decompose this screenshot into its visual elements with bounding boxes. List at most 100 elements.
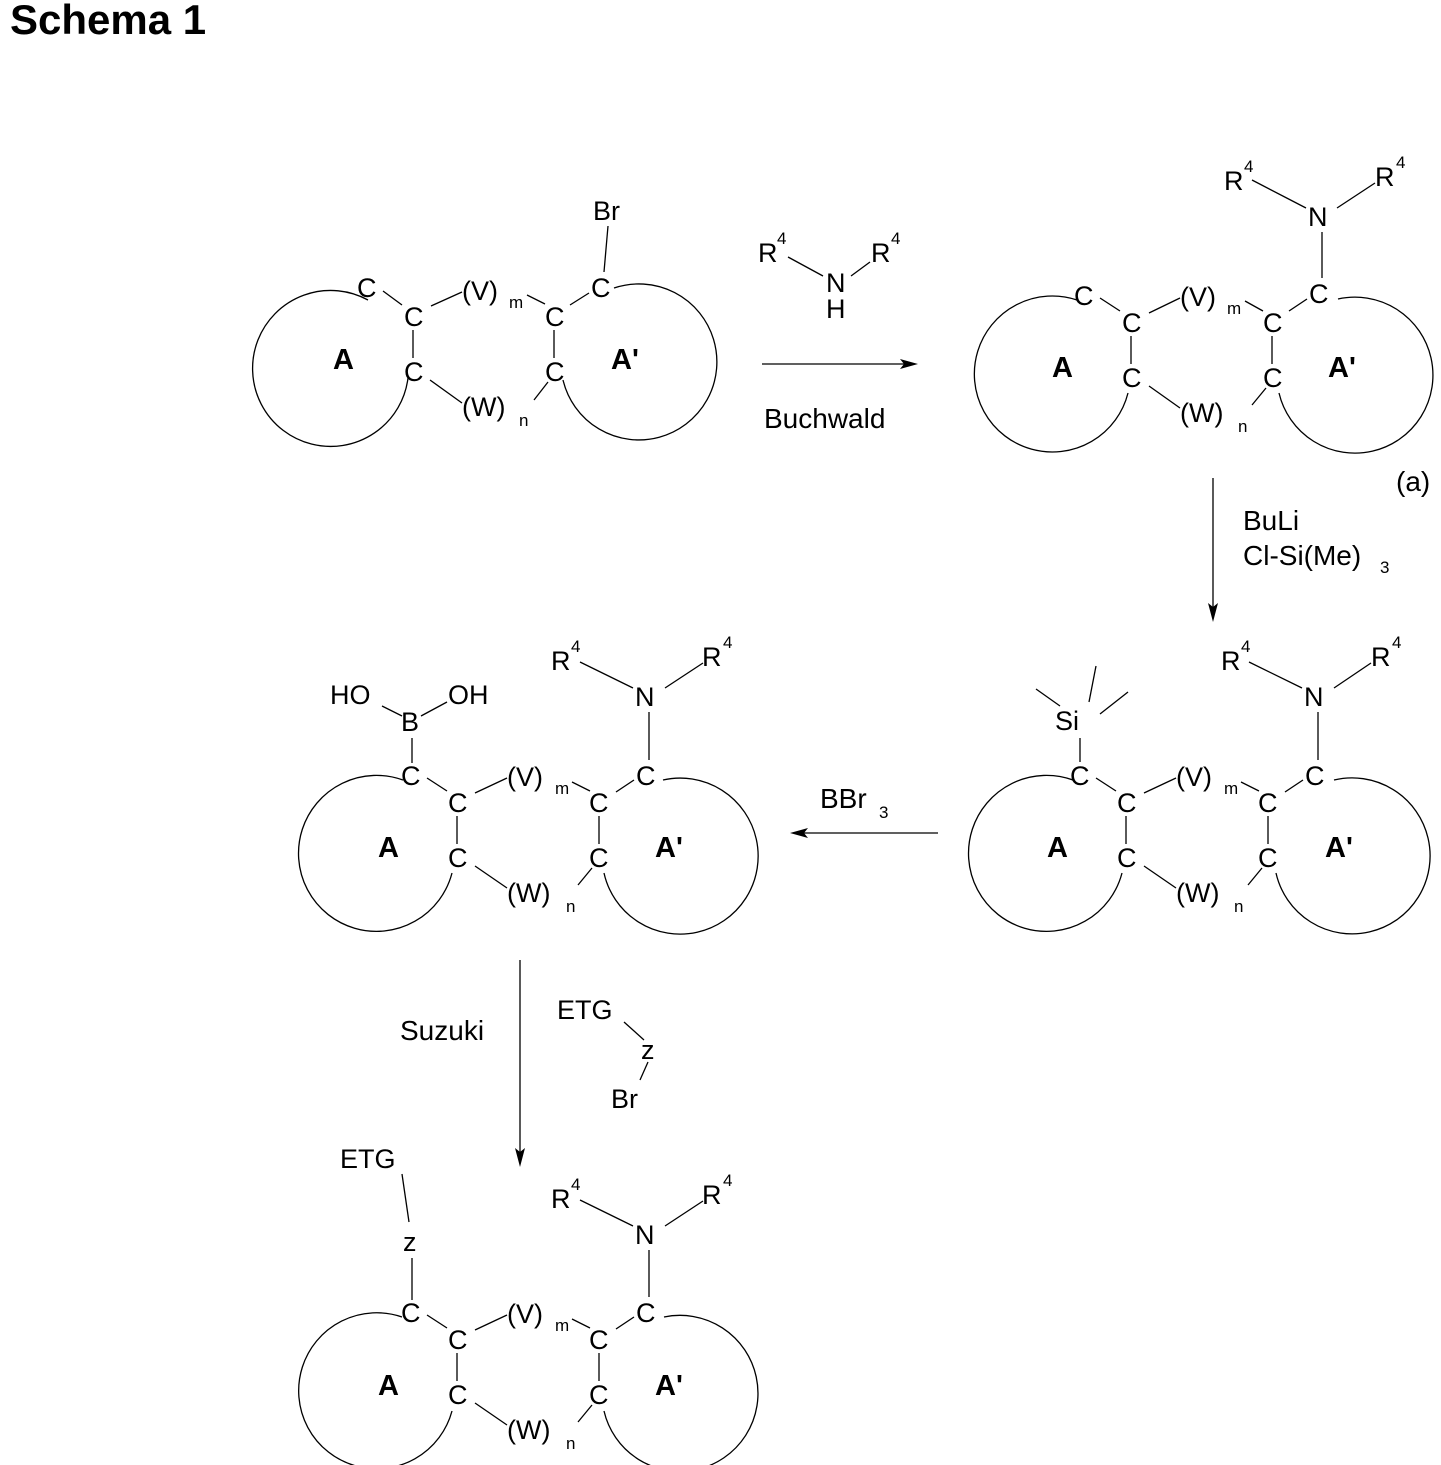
bond: [788, 257, 823, 276]
bond: [1144, 778, 1176, 793]
r-superscript: 4: [723, 633, 732, 652]
arrow-buchwald: Buchwald: [762, 359, 918, 434]
bond: [572, 782, 590, 791]
r-label: R: [1375, 162, 1395, 192]
bond: [570, 293, 589, 305]
carbon-label: C: [357, 273, 377, 303]
carbon-label: C: [1258, 788, 1278, 818]
r-superscript: 4: [891, 229, 900, 248]
bond: [578, 868, 592, 885]
carbon-label: C: [589, 788, 609, 818]
bond: [383, 291, 402, 305]
bond: [402, 1174, 409, 1222]
bond: [578, 1405, 592, 1422]
etg-label: ETG: [340, 1144, 396, 1174]
bond: [421, 702, 447, 716]
w-subscript: n: [566, 1434, 575, 1453]
w-group-label: (W): [1176, 878, 1219, 908]
bond: [527, 295, 545, 304]
carbon-label: C: [404, 302, 424, 332]
compound-silyl: A A' C C C C C C N Si R 4 R 4 (V) m (W) …: [969, 633, 1431, 934]
v-subscript: m: [509, 293, 523, 312]
carbon-label: C: [1117, 788, 1137, 818]
bond: [616, 780, 634, 792]
carbon-label: C: [636, 761, 656, 791]
ring-a-label: A: [333, 344, 354, 376]
v-subscript: m: [1227, 299, 1241, 318]
w-group-label: (W): [507, 1415, 550, 1445]
v-subscript: m: [1224, 779, 1238, 798]
ring-a-prime-label: A': [655, 832, 683, 864]
b-label: B: [401, 707, 419, 737]
ring-a-label: A: [378, 832, 399, 864]
r-label: R: [551, 1184, 571, 1214]
arrow-suzuki: Suzuki ETG z Br: [400, 960, 655, 1167]
bond: [1241, 782, 1259, 791]
br-label: Br: [611, 1084, 638, 1114]
ring-a: [299, 1313, 452, 1465]
ring-a-prime: [1276, 778, 1430, 934]
bond: [1289, 299, 1307, 311]
bond: [572, 1319, 590, 1328]
r-superscript: 4: [571, 637, 580, 656]
ring-a-prime-label: A': [1328, 352, 1356, 384]
oh-label: OH: [448, 680, 489, 710]
bond: [1252, 388, 1266, 405]
r-superscript: 4: [1241, 637, 1250, 656]
condition-buli: BuLi: [1243, 505, 1299, 536]
w-subscript: n: [1234, 897, 1243, 916]
carbon-label: C: [448, 843, 468, 873]
bbr-subscript: 3: [879, 803, 888, 822]
bond: [616, 1317, 634, 1329]
bond: [431, 292, 462, 306]
bond: [604, 226, 608, 272]
ring-a-prime-label: A': [1325, 832, 1353, 864]
bond: [1337, 183, 1375, 208]
bond: [430, 380, 462, 403]
r-superscript: 4: [1244, 157, 1253, 176]
bond: [1144, 866, 1176, 888]
r-label: R: [1221, 646, 1241, 676]
bond: [665, 663, 703, 688]
carbon-label: C: [1309, 279, 1329, 309]
bond: [1149, 298, 1180, 313]
bond: [1149, 386, 1180, 408]
bond: [1100, 692, 1128, 714]
bond: [851, 262, 870, 276]
w-subscript: n: [519, 411, 528, 430]
etg-label: ETG: [557, 995, 613, 1025]
carbon-label: C: [401, 1298, 421, 1328]
r-superscript: 4: [1392, 633, 1401, 652]
bond: [475, 1403, 507, 1425]
v-group-label: (V): [507, 762, 543, 792]
bond: [475, 866, 507, 888]
ring-a: [299, 775, 452, 931]
ring-a-prime-label: A': [611, 344, 639, 376]
clsi-subscript: 3: [1380, 558, 1389, 577]
r-superscript: 4: [777, 229, 786, 248]
carbon-label: C: [404, 357, 424, 387]
r-superscript: 4: [1396, 153, 1405, 172]
bond: [665, 1201, 703, 1226]
w-subscript: n: [1238, 417, 1247, 436]
ring-a: [969, 775, 1122, 931]
ring-a-prime-label: A': [655, 1370, 683, 1402]
ring-a: [253, 290, 408, 446]
ring-a-label: A: [1052, 352, 1073, 384]
bond: [1285, 780, 1303, 792]
n-label: N: [635, 682, 655, 712]
bond: [1334, 663, 1371, 688]
carbon-label: C: [591, 273, 611, 303]
bond: [427, 778, 447, 791]
compound-bromide: A A' C C C C C C Br (V) m (W) n: [253, 196, 717, 446]
bond: [534, 382, 548, 400]
r-label: R: [1224, 166, 1244, 196]
r-label: R: [702, 642, 722, 672]
carbon-label: C: [448, 1325, 468, 1355]
r-label: R: [758, 238, 778, 268]
arrow-bbr3: BBr 3: [790, 783, 938, 838]
carbon-label: C: [1122, 308, 1142, 338]
bond: [427, 1315, 447, 1328]
ring-a-prime: [1279, 297, 1433, 453]
carbon-label: C: [545, 302, 565, 332]
